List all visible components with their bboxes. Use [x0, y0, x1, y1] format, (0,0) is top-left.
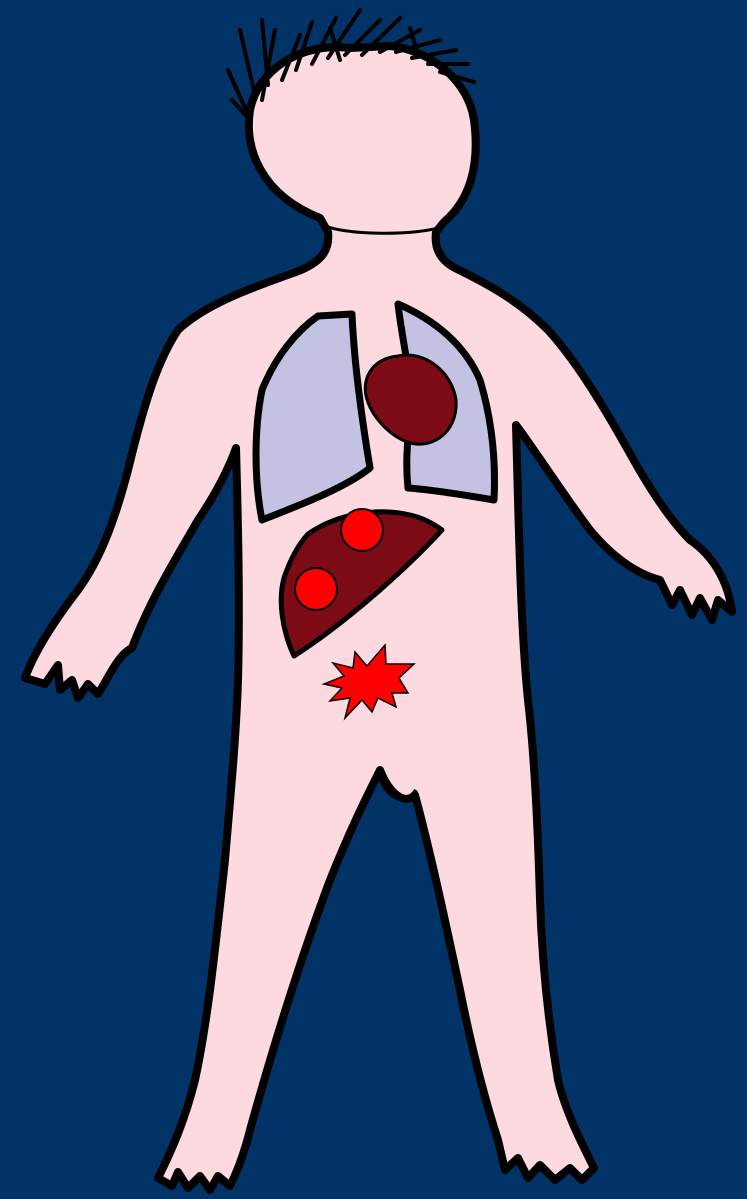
liver-spot-upper [341, 509, 383, 551]
liver-spot-lower [295, 568, 337, 610]
